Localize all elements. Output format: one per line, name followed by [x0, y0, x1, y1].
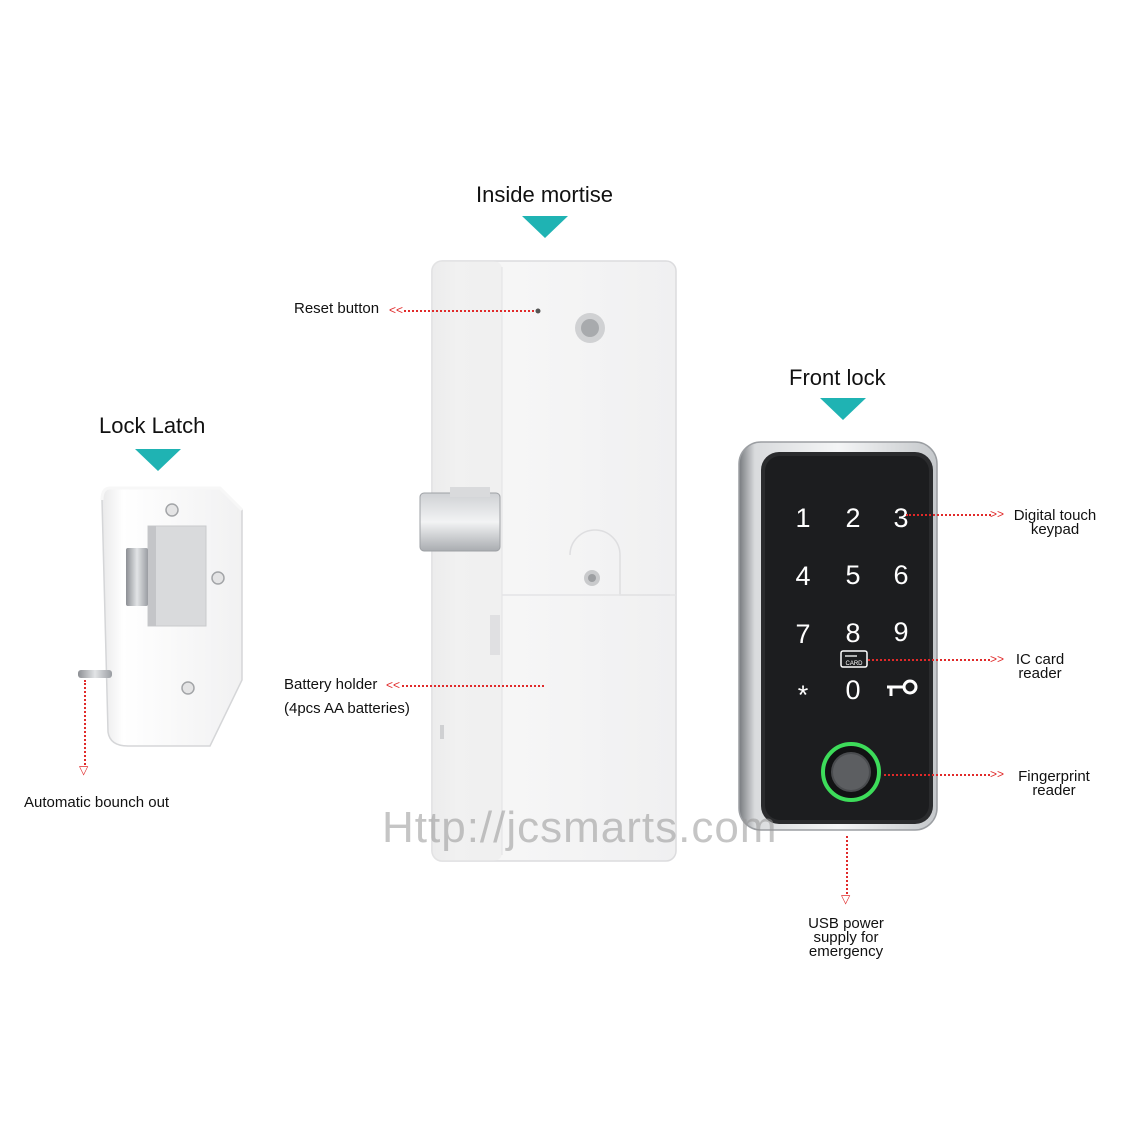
callout-battery-holder: Battery holder	[284, 676, 378, 693]
marker-front-lock	[820, 398, 866, 420]
inside-mortise-illustration	[419, 260, 677, 862]
key-8[interactable]: 8	[845, 618, 860, 648]
arrow-icon: ▽	[79, 763, 89, 777]
key-star[interactable]: *	[798, 680, 809, 710]
leader-battery-holder	[402, 685, 544, 687]
key-9[interactable]: 9	[893, 617, 908, 647]
arrow-icon: <<	[389, 303, 404, 317]
arrow-icon: >>	[990, 652, 1005, 666]
heading-front-lock: Front lock	[789, 365, 886, 390]
key-6[interactable]: 6	[893, 560, 908, 590]
callout-usb-power: USB power supply for emergency	[796, 915, 896, 960]
callout-ic-card-line1: IC card	[1015, 651, 1065, 668]
marker-inside-mortise	[522, 216, 568, 238]
callout-fingerprint-line1: Fingerprint	[1018, 768, 1090, 785]
callout-fingerprint-line2: reader	[1032, 782, 1076, 799]
watermark: Http://jcsmarts.com	[382, 803, 778, 852]
lock-latch-illustration	[78, 486, 244, 747]
callout-fingerprint: Fingerprint reader	[1008, 768, 1100, 799]
callout-usb-line3: emergency	[808, 943, 884, 960]
leader-reset-button	[404, 310, 534, 312]
callout-ic-card-line2: reader	[1018, 665, 1062, 682]
heading-lock-latch: Lock Latch	[99, 413, 206, 438]
key-icon[interactable]	[887, 679, 918, 696]
arrow-icon: ▽	[841, 892, 851, 906]
key-0[interactable]: 0	[845, 675, 860, 705]
key-7[interactable]: 7	[795, 619, 810, 649]
callout-battery-detail: (4pcs AA batteries)	[284, 700, 410, 717]
arrow-icon: >>	[990, 507, 1005, 521]
leader-usb-power	[846, 836, 848, 894]
card-label: CARD	[845, 661, 863, 667]
leader-digital-keypad	[906, 514, 991, 516]
heading-inside-mortise: Inside mortise	[476, 182, 613, 207]
arrow-icon: <<	[386, 678, 401, 692]
front-lock-illustration: 1 2 3 4 5 6 7 8 9 CARD * 0	[738, 441, 938, 831]
key-3[interactable]: 3	[893, 503, 908, 533]
callout-usb-line2: supply for	[813, 929, 879, 946]
key-2[interactable]: 2	[845, 503, 860, 533]
leader-automatic-bounce	[84, 680, 86, 765]
callout-digital-keypad-line1: Digital touch	[1013, 507, 1097, 524]
marker-lock-latch	[135, 449, 181, 471]
callout-digital-keypad: Digital touch keypad	[1010, 507, 1100, 538]
callout-digital-keypad-line2: keypad	[1030, 521, 1080, 538]
leader-fingerprint	[884, 774, 990, 776]
callout-usb-line1: USB power	[808, 915, 884, 932]
arrow-icon: >>	[990, 767, 1005, 781]
callout-ic-card: IC card reader	[1004, 651, 1076, 682]
key-5[interactable]: 5	[845, 560, 860, 590]
key-1[interactable]: 1	[795, 503, 810, 533]
leader-ic-card	[868, 659, 990, 661]
fingerprint-sensor[interactable]	[821, 742, 881, 802]
key-4[interactable]: 4	[795, 561, 810, 591]
callout-automatic-bounce: Automatic bounch out	[24, 794, 170, 811]
card-icon: CARD	[840, 650, 868, 668]
callout-reset-button: Reset button	[294, 300, 380, 317]
